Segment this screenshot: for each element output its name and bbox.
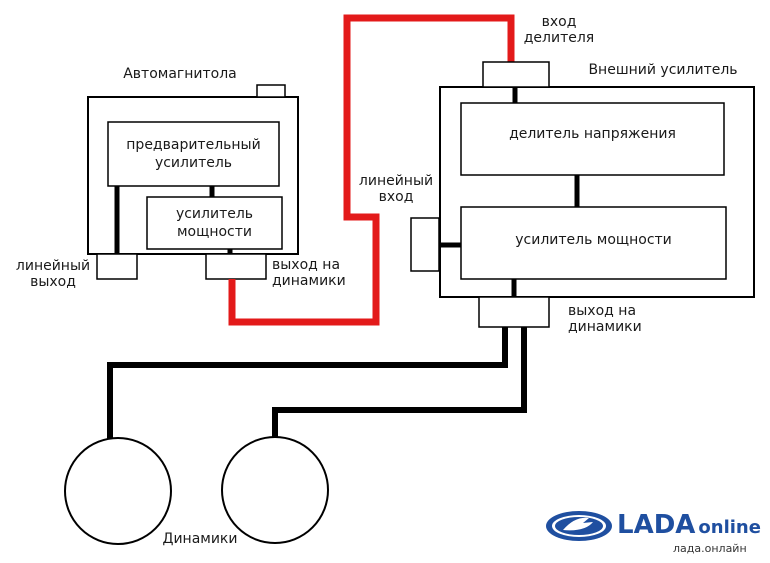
logo-url: лада.онлайн: [673, 542, 747, 555]
speaker-wire-left: [107, 327, 508, 445]
radio-preamp-label: предварительный усилитель: [126, 137, 261, 171]
speaker-right: [221, 436, 329, 544]
divider-input-label: вход делителя: [523, 14, 595, 46]
logo-suffix: online: [698, 517, 761, 538]
radio-speaker-out-jack: [205, 253, 267, 280]
radio-title: Автомагнитола: [123, 66, 237, 82]
speaker-wire-right: [272, 327, 527, 443]
logo-brand-text: LADA: [617, 510, 696, 540]
divider-input-jack: [482, 61, 550, 88]
lada-boat-icon: [546, 511, 612, 541]
signal-wire: [228, 14, 515, 326]
ext-speaker-out-jack: [478, 296, 550, 328]
voltage-divider-label: делитель напряжения: [509, 126, 676, 142]
speaker-left: [64, 437, 172, 545]
ext-power-amp-label: усилитель мощности: [515, 232, 672, 248]
radio-line-out-jack: [96, 253, 138, 280]
radio-top-knob: [256, 84, 286, 98]
radio-power-amp-label: усилитель мощности: [175, 206, 254, 240]
ext-amp-title: Внешний усилитель: [588, 62, 738, 78]
speakers-label: Динамики: [162, 531, 238, 547]
radio-body: [87, 96, 299, 255]
radio-preamp-box: [107, 121, 280, 187]
external-amp-body: [439, 86, 755, 298]
voltage-divider-box: [460, 102, 725, 176]
radio-line-out-label: линейный выход: [15, 258, 91, 290]
radio-speaker-out-label: выход на динамики: [272, 257, 346, 289]
line-in-jack: [410, 217, 440, 272]
radio-power-amp-box: [146, 196, 283, 250]
ext-speaker-out-label: выход на динамики: [568, 303, 642, 335]
line-in-label: линейный вход: [358, 173, 434, 205]
